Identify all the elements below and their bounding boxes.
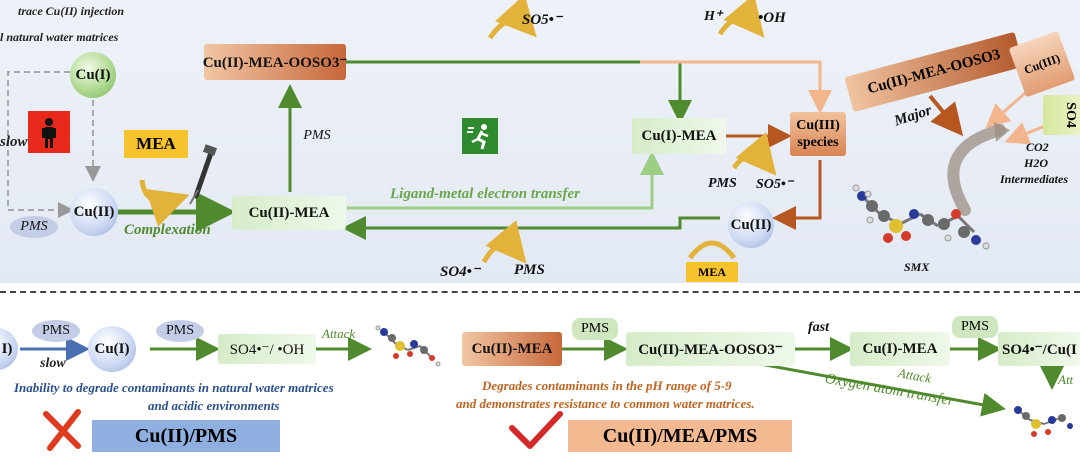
so5-top-label: SO5•⁻	[522, 12, 562, 28]
cu2-return-arrow	[342, 216, 720, 240]
br-cu1-mea-node: Cu(I)-MEA	[850, 332, 950, 366]
right-so4-label: SO4	[1043, 95, 1080, 135]
br-caption-line1: Degrades contaminants in the pH range of…	[482, 378, 732, 393]
br-fast-label: fast	[808, 320, 829, 335]
degradation-arrowhead	[994, 122, 1010, 142]
bl-system-label: Cu(II)/PMS	[92, 420, 280, 452]
br-system-label: Cu(II)/MEA/PMS	[568, 420, 792, 452]
oxygen-transfer-arrow	[759, 362, 1006, 417]
cu1-mea-node: Cu(I)-MEA	[632, 118, 726, 154]
panel-divider	[0, 291, 1080, 293]
sulfamethoxazole-molecule-icon	[852, 184, 990, 250]
cu2-mea-node: Cu(II)-MEA	[232, 196, 346, 230]
mea-small-box: MEA	[686, 262, 738, 282]
so5-mid-label: SO5•⁻	[756, 177, 794, 192]
bl-radicals-node: SO4•⁻/ •OH	[218, 334, 316, 364]
oh-top-label: •OH	[758, 10, 786, 26]
so4-release-arrow	[481, 220, 527, 264]
running-man-icon	[467, 124, 489, 150]
bl-caption-line1: Inability to degrade contaminants in nat…	[14, 380, 334, 395]
bl-pms2-pill: PMS	[156, 320, 204, 342]
so5-release-arrow	[487, 0, 537, 40]
pms-left-pill: PMS	[10, 216, 58, 238]
br-pms1-pill: PMS	[572, 318, 618, 340]
hydroxyl-path-arrow	[640, 60, 832, 114]
br-caption-line2: and demonstrates resistance to common wa…	[456, 396, 755, 411]
br-complex-node: Cu(II)-MEA-OOSO3⁻	[626, 332, 795, 366]
product-co2: CO2	[1026, 140, 1049, 154]
cu2-right-node: Cu(II)	[728, 202, 774, 248]
complexation-label: Complexation	[124, 222, 211, 238]
product-h2o: H2O	[1024, 156, 1048, 170]
slow-label: slow	[0, 134, 28, 150]
cross-mark-icon	[43, 409, 81, 451]
bl-attack-label: Attack	[322, 326, 356, 341]
mea-addition-arrow	[139, 179, 190, 227]
smx-label: SMX	[904, 260, 930, 274]
br-attack-edge-label: Att	[1058, 372, 1074, 387]
contaminant-molecule-left-icon	[375, 325, 441, 367]
person-icon	[42, 118, 56, 148]
mea-label-box: MEA	[124, 130, 188, 158]
cu1-left-node: Cu(I)	[70, 52, 116, 98]
mea-regeneration-arrow	[687, 240, 737, 260]
pms-mid-label: PMS	[708, 176, 737, 191]
ligand-transfer-arrow	[347, 151, 664, 210]
cu2-left-node: Cu(II)	[70, 188, 118, 236]
slow-redox-loop-arrow	[7, 71, 101, 218]
bl-slow-label: slow	[40, 356, 66, 371]
ligand-transfer-label: Ligand-metal electron transfer	[390, 186, 580, 202]
product-intermediates: Intermediates	[1000, 172, 1068, 186]
check-mark-icon	[509, 411, 563, 449]
bl-cu-edge-text: I)	[1, 340, 13, 357]
bl-caption-line2: and acidic environments	[148, 398, 280, 413]
person-icon-box	[28, 111, 70, 153]
br-radicals-node: SO4•⁻/Cu(I	[998, 332, 1080, 366]
pms-vertical-label: PMS	[303, 128, 331, 143]
contaminant-molecule-right-icon	[1014, 406, 1073, 437]
bl-pms1-pill: PMS	[32, 320, 80, 342]
cu3-species-node: Cu(III) species	[790, 112, 846, 156]
br-cu2-mea-node: Cu(II)-MEA	[462, 332, 562, 366]
degradation-curved-arrow	[947, 124, 1006, 216]
so5-mid-arrow	[731, 132, 777, 176]
h-plus-label: H⁺	[704, 9, 723, 24]
so4-bottom-label: SO4•⁻	[440, 264, 480, 280]
intro-text-line1: trace Cu(II) injection	[18, 4, 125, 18]
major-pathway-arrow	[928, 94, 964, 137]
br-pms2-pill: PMS	[952, 316, 998, 338]
reduction-arrow	[772, 160, 822, 230]
cu2-mea-oso3-node: Cu(II)-MEA-OOSO3⁻	[203, 44, 347, 80]
intro-text-line2: l natural water matrices	[0, 30, 119, 44]
bl-cu1-node: Cu(I)	[88, 326, 136, 372]
bl-cu-edge-node: I)	[0, 328, 18, 370]
oh-release-arrow	[717, 0, 765, 38]
pipette-icon	[189, 144, 218, 205]
running-man-icon-box	[462, 118, 498, 154]
complex-decomposition-arrow	[346, 60, 692, 124]
pms-bottom-label: PMS	[514, 262, 545, 278]
